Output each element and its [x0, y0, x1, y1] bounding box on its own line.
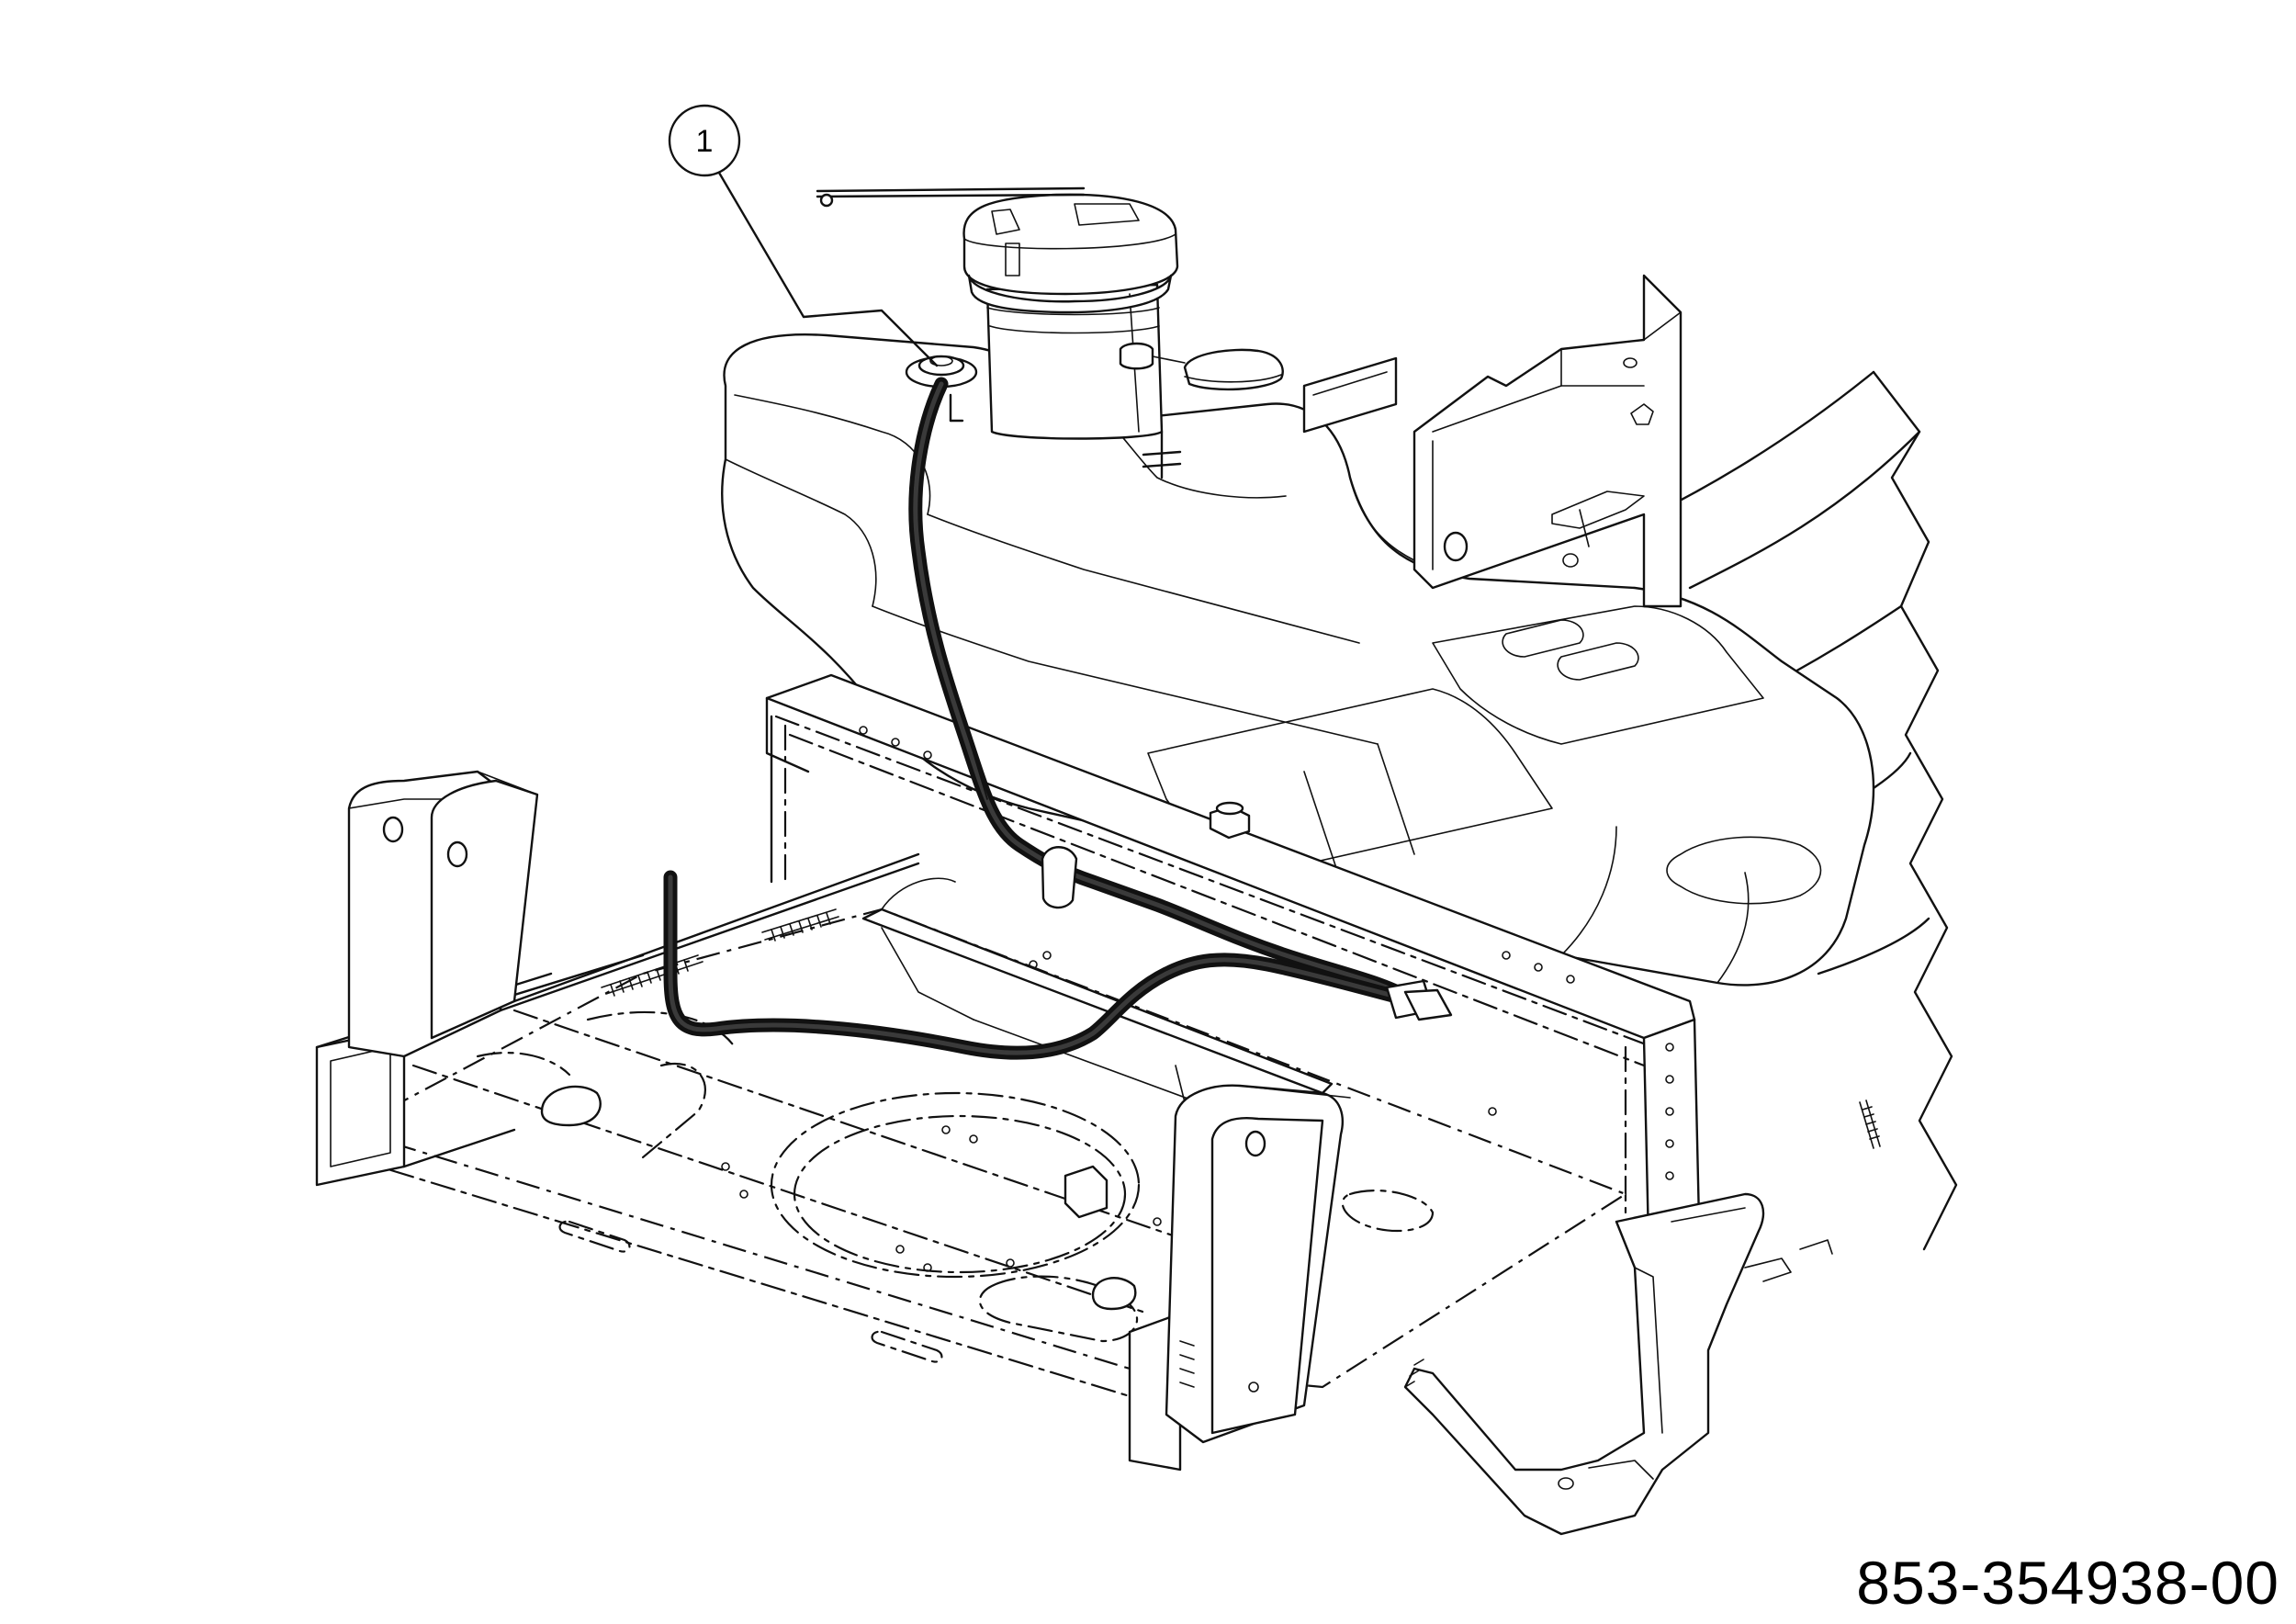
fuel-hose: [663, 377, 1453, 1060]
callout-1: 1: [668, 104, 939, 367]
seat-mount-bracket: [1302, 274, 1683, 608]
right-lower-bracket: [1403, 1192, 1833, 1536]
frame-deck-plate: [346, 877, 1628, 1435]
left-front-bracket: [315, 770, 920, 1187]
springs: [601, 908, 1881, 1149]
filler-neck: [985, 283, 1164, 440]
part-number: 853-354938-00: [1856, 1549, 2279, 1617]
frame-cross-member: [765, 673, 1701, 1242]
vent-valve: [1119, 342, 1284, 479]
fuel-tank: [721, 333, 1875, 987]
fuel-cap: [962, 193, 1179, 314]
fuel-gauge-arm: [816, 186, 1086, 208]
callout-1-label: 1: [696, 124, 714, 159]
front-center-bracket: [1128, 1084, 1351, 1472]
